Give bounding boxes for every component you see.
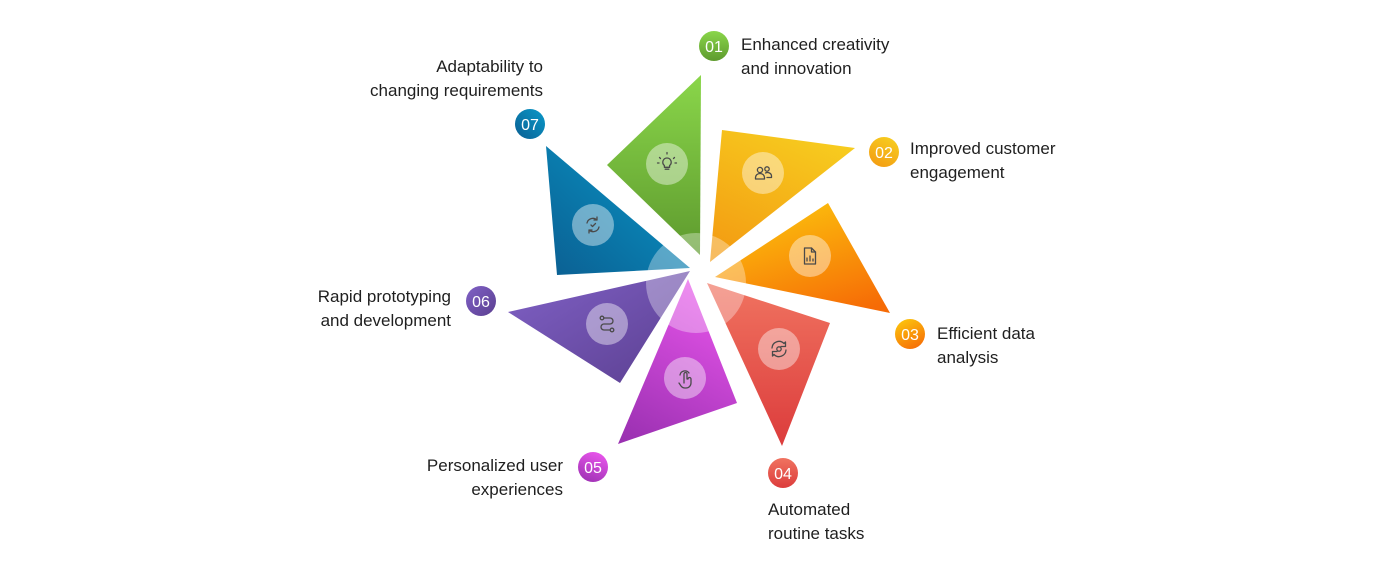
label-item-05: Personalized user experiences <box>427 454 563 502</box>
label-line-1: Improved customer <box>910 139 1056 158</box>
blade-02 <box>710 130 855 262</box>
number-badge-03: 03 <box>895 319 925 349</box>
blade-03 <box>715 203 890 313</box>
label-line-1: Enhanced creativity <box>741 35 890 54</box>
badge-number: 06 <box>472 294 490 311</box>
sync-icon <box>572 204 614 246</box>
number-badge-06: 06 <box>466 286 496 316</box>
number-badge-07: 07 <box>515 109 545 139</box>
label-line-1: Personalized user <box>426 456 563 475</box>
label-line-2: changing requirements <box>370 81 543 100</box>
badge-number: 01 <box>705 39 723 56</box>
blade-07 <box>546 146 690 275</box>
refresh-gear-icon <box>758 328 800 370</box>
label-item-07: Adaptability to changing requirements <box>370 55 543 103</box>
label-line-1: Automated <box>768 500 851 519</box>
label-item-06: Rapid prototyping and development <box>318 285 451 333</box>
label-line-2: analysis <box>937 348 999 367</box>
lightbulb-icon <box>646 143 688 185</box>
blade-01 <box>607 75 701 255</box>
number-badge-04: 04 <box>768 458 798 488</box>
badge-number: 05 <box>584 460 602 477</box>
blade-05 <box>618 279 737 444</box>
badge-number: 04 <box>774 466 792 483</box>
users-icon <box>742 152 784 194</box>
hand-pointer-icon <box>664 357 706 399</box>
route-icon <box>586 303 628 345</box>
number-badge-05: 05 <box>578 452 608 482</box>
label-item-04: Automated routine tasks <box>768 498 864 546</box>
label-line-1: Rapid prototyping <box>317 287 451 306</box>
label-line-1: Adaptability to <box>436 57 543 76</box>
label-line-2: routine tasks <box>768 524 865 543</box>
badge-number: 03 <box>901 327 919 344</box>
center-circle <box>646 233 746 333</box>
label-item-03: Efficient data analysis <box>937 322 1035 370</box>
label-item-02: Improved customer engagement <box>910 137 1056 185</box>
blade-06 <box>508 271 690 383</box>
label-line-2: and development <box>320 311 451 330</box>
report-icon <box>789 235 831 277</box>
label-line-2: experiences <box>471 480 563 499</box>
blade-04 <box>707 283 830 446</box>
number-badge-02: 02 <box>869 137 899 167</box>
badge-number: 02 <box>875 145 893 162</box>
number-badge-01: 01 <box>699 31 729 61</box>
badge-number: 07 <box>521 117 539 134</box>
label-item-01: Enhanced creativity and innovation <box>741 33 889 81</box>
label-line-2: and innovation <box>741 59 852 78</box>
label-line-1: Efficient data <box>937 324 1035 343</box>
label-line-2: engagement <box>910 163 1005 182</box>
